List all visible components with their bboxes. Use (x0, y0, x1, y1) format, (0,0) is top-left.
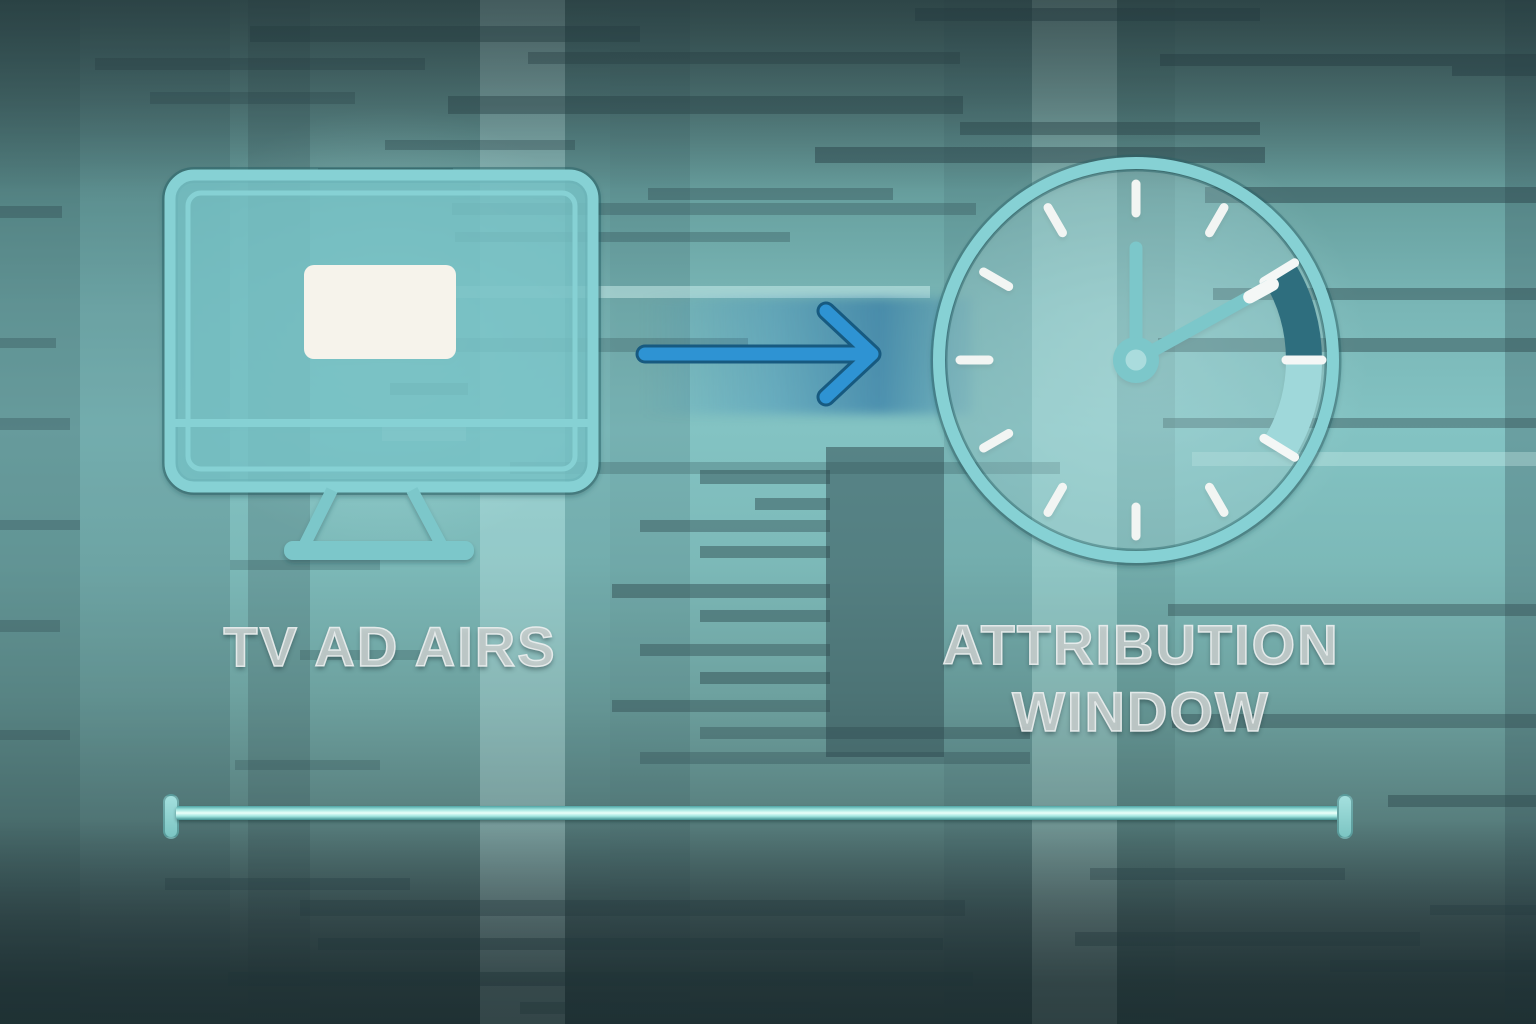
top-shade (0, 0, 1536, 190)
hour-hand-tip (1243, 277, 1279, 304)
attribution-line2: WINDOW (1011, 679, 1270, 744)
attribution-line1: ATTRIBUTION (942, 612, 1340, 677)
tv-ad-airs-label: TV AD AIRS (150, 613, 630, 680)
timeline-bar (176, 806, 1340, 820)
clock-hub-hole (1125, 349, 1147, 371)
clock-ticks (955, 179, 1229, 541)
tv-monitor-icon (162, 167, 601, 560)
attribution-window-label: ATTRIBUTION WINDOW (896, 611, 1386, 745)
arrow-right-icon (635, 301, 882, 407)
attribution-arc-light (1263, 360, 1322, 459)
tv-ad-airs-text: TV AD AIRS (223, 614, 557, 679)
clock-icon (930, 154, 1342, 566)
timeline-end-cap (1337, 794, 1353, 839)
arc-separators (1259, 258, 1327, 462)
bottom-shade (0, 820, 1536, 1024)
